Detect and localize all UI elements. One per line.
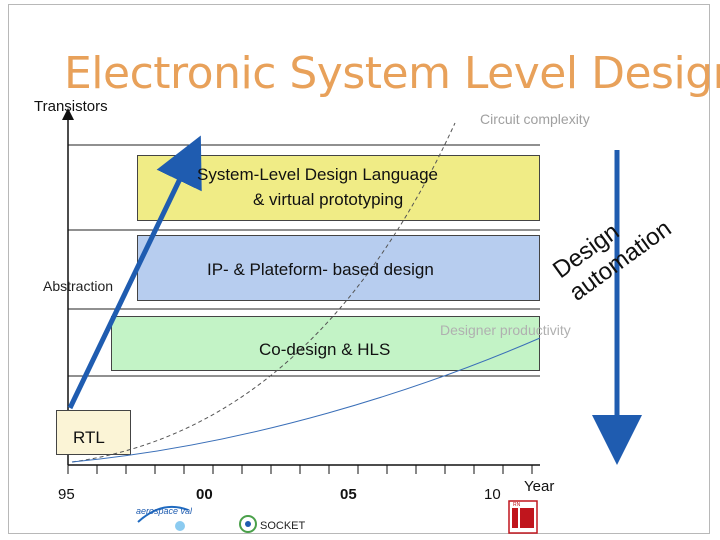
x-axis-label: Year: [524, 478, 555, 495]
socket-logo: SOCKET: [239, 515, 306, 533]
x-tick-05: 05: [340, 486, 357, 503]
x-axis-ticks: [67, 465, 533, 474]
slide-frame: [8, 4, 710, 534]
rn-logo: RN: [508, 500, 538, 534]
rtl-box: [56, 410, 131, 455]
ip-platform-box: [137, 235, 540, 301]
circuit-complexity-label: Circuit complexity: [480, 111, 590, 127]
y-axis-label: Transistors: [34, 98, 108, 115]
designer-productivity-curve: [71, 337, 541, 463]
circuit-complexity-curve: [71, 122, 456, 463]
rtl-label: RTL: [73, 428, 105, 447]
designer-productivity-label: Designer productivity: [440, 322, 571, 338]
svg-text:aerospace valley: aerospace valley: [136, 506, 192, 516]
aerospace-valley-logo: aerospace valley: [136, 506, 192, 531]
sld-label-line2: & virtual prototyping: [253, 190, 404, 209]
x-tick-95: 95: [58, 486, 75, 503]
abstraction-label: Abstraction: [43, 278, 114, 294]
x-tick-10: 10: [484, 486, 501, 503]
codesign-label: Co-design & HLS: [259, 340, 391, 359]
system-level-design-box: [137, 155, 540, 221]
sld-label-line1: System-Level Design Language: [197, 165, 438, 184]
x-tick-00: 00: [196, 486, 213, 503]
svg-text:SOCKET: SOCKET: [260, 520, 306, 532]
slide-title: Electronic System Level Design: [64, 48, 720, 99]
ip-platform-label: IP- & Plateform- based design: [207, 260, 434, 279]
codesign-hls-box: [111, 316, 540, 371]
svg-text:RN: RN: [513, 502, 521, 508]
abstraction-arrow: [67, 135, 202, 410]
